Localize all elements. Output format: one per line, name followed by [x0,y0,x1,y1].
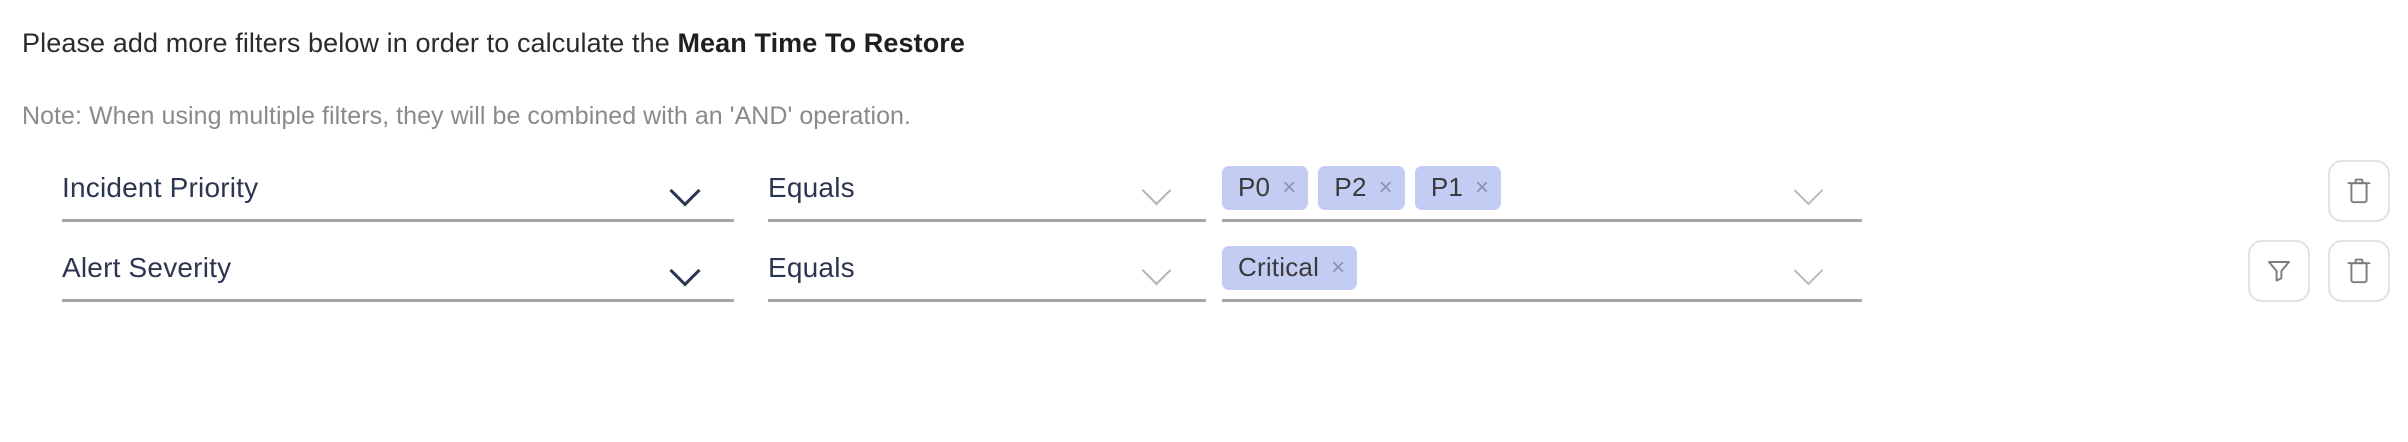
delete-filter-button[interactable] [2328,160,2390,222]
attribute-select-value: Incident Priority [62,171,259,203]
value-multiselect[interactable]: P0 × P2 × P1 × [1222,160,1862,222]
trash-icon [2347,178,2371,204]
value-chip[interactable]: P2 × [1318,165,1405,210]
funnel-icon [2268,261,2290,282]
close-icon[interactable]: × [1331,253,1346,281]
filter-rows: Incident Priority Equals P0 × P2 × [0,160,2408,320]
chevron-down-icon [1792,173,1826,207]
attribute-select-value: Alert Severity [62,251,232,283]
row-actions [2248,158,2408,224]
operator-select-value: Equals [768,171,855,203]
row-actions [2248,238,2408,304]
operator-select-value: Equals [768,251,855,283]
value-chip[interactable]: P0 × [1222,165,1309,210]
value-chip-label: P0 [1238,172,1271,202]
operator-select[interactable]: Equals [768,240,1206,302]
delete-filter-button[interactable] [2328,240,2390,302]
close-icon[interactable]: × [1378,173,1393,201]
operator-select[interactable]: Equals [768,160,1206,222]
filter-note: Note: When using multiple filters, they … [22,102,912,130]
chevron-down-icon [1140,173,1174,207]
chevron-down-icon [1792,253,1826,287]
value-multiselect[interactable]: Critical × [1222,240,1862,302]
value-chip-label: P1 [1430,172,1464,202]
value-chip-list: Critical × [1222,245,1792,294]
trash-icon [2347,258,2371,284]
value-chip[interactable]: Critical × [1222,245,1358,290]
apply-filter-button[interactable] [2248,240,2310,302]
attribute-select[interactable]: Incident Priority [62,160,734,222]
filter-row: Incident Priority Equals P0 × P2 × [0,160,2408,240]
page-title-prefix: Please add more filters below in order t… [22,28,678,58]
value-chip-list: P0 × P2 × P1 × [1222,165,1792,214]
value-chip-label: Critical [1238,252,1320,282]
close-icon[interactable]: × [1282,173,1297,201]
attribute-select[interactable]: Alert Severity [62,240,734,302]
filter-row: Alert Severity Equals Critical × [0,240,2408,320]
chevron-down-icon [1140,253,1174,287]
value-chip-label: P2 [1334,172,1367,202]
chevron-down-icon [668,253,702,287]
value-chip[interactable]: P1 × [1414,165,1502,210]
page-title-metric: Mean Time To Restore [677,28,966,58]
chevron-down-icon [668,173,702,207]
close-icon[interactable]: × [1475,173,1490,201]
page-title: Please add more filters below in order t… [22,26,965,60]
